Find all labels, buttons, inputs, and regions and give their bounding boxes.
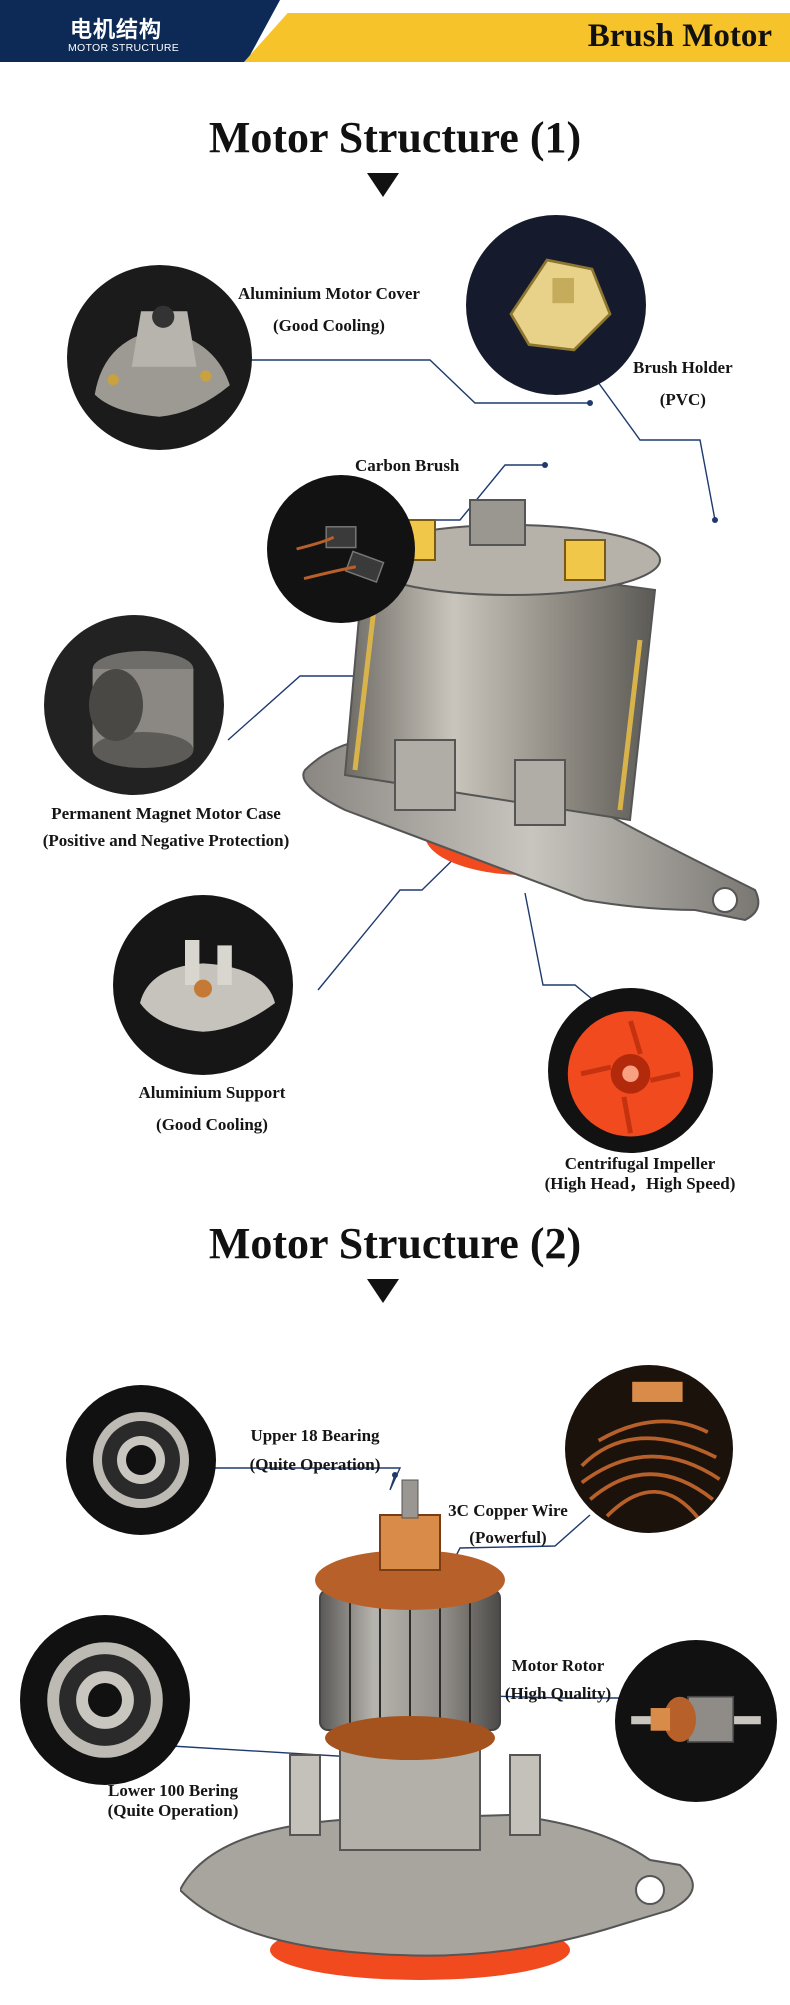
brush-motor-illustration — [302, 499, 760, 922]
header-product-title: Brush Motor — [587, 18, 772, 54]
brush-holder-photo — [466, 215, 646, 395]
carbon-brush-photo — [267, 475, 415, 623]
impeller-photo — [548, 988, 713, 1153]
copper-wire-photo — [565, 1365, 733, 1533]
aluminium-support-photo — [113, 895, 293, 1075]
label-copper-wire: 3C Copper Wire (Powerful) — [448, 1501, 568, 1547]
header-title-en: MOTOR STRUCTURE — [68, 42, 180, 54]
section1-arrow-icon — [367, 173, 399, 197]
label-carbon-brush: Carbon Brush — [355, 456, 460, 475]
header-banner-right — [244, 13, 790, 62]
lower-bearing-photo — [20, 1615, 190, 1785]
label-motor-cover: Aluminium Motor Cover (Good Cooling) — [238, 284, 420, 335]
label-lower-bearing: Lower 100 Bering (Quite Operation) — [107, 1781, 239, 1820]
motor-rotor-photo — [615, 1640, 777, 1802]
header-title-cn: 电机结构 — [70, 18, 163, 43]
section1-title: Motor Structure (1) — [208, 113, 582, 162]
label-motor-rotor: Motor Rotor (High Quality) — [504, 1656, 612, 1703]
label-impeller: Centrifugal Impeller (High Head，High Spe… — [544, 1154, 736, 1193]
magnet-case-photo — [44, 615, 224, 795]
label-brush-holder: Brush Holder (PVC) — [633, 358, 733, 409]
motor-cover-photo — [67, 265, 252, 450]
header-banner-left — [0, 0, 280, 62]
motor-rotor-illustration — [180, 1479, 694, 1980]
label-aluminium-support: Aluminium Support (Good Cooling) — [138, 1083, 286, 1134]
section2-title: Motor Structure (2) — [208, 1219, 582, 1268]
section2-arrow-icon — [367, 1279, 399, 1303]
label-upper-bearing: Upper 18 Bearing (Quite Operation) — [249, 1426, 381, 1474]
label-magnet-case: Permanent Magnet Motor Case (Positive an… — [42, 804, 290, 850]
upper-bearing-photo — [66, 1385, 216, 1535]
